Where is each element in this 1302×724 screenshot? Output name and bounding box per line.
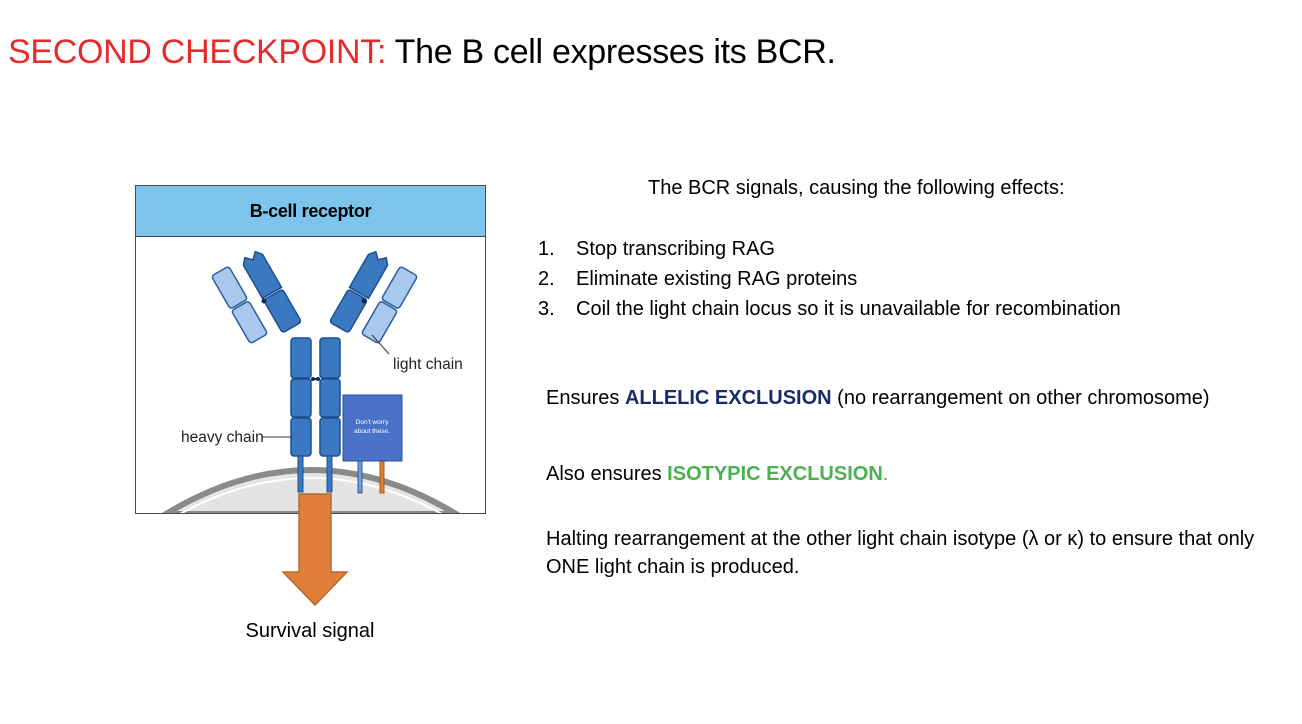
survival-arrow [281,493,349,607]
note-box [342,394,403,462]
cell-membrane-inner [179,477,443,513]
survival-signal-label: Survival signal [245,620,375,642]
list-item: 2.Eliminate existing RAG proteins [538,268,858,290]
note-line-2: about these. [354,428,390,435]
left-light-chain [211,266,268,344]
ig-beta-tail [379,460,385,494]
right-heavy-fab [329,250,389,333]
allelic-exclusion-text: Ensures ALLELIC EXCLUSION (no rearrangem… [546,387,1210,409]
ig-alpha-tail [357,460,363,494]
note-line-1: Don't worry [356,419,389,426]
isotypic-exclusion-text: Also ensures ISOTYPIC EXCLUSION. [546,463,889,485]
title-highlight: SECOND CHECKPOINT: [8,33,387,71]
isotypic-highlight: ISOTYPIC EXCLUSION [667,463,883,485]
effects-lead: The BCR signals, causing the following e… [648,177,1065,199]
left-disulfide [261,298,267,304]
title-rest: The B cell expresses its BCR. [386,33,836,71]
right-disulfide [361,298,367,304]
left-heavy-fab [242,250,302,333]
list-item: 3.Coil the light chain locus so it is un… [538,298,1121,320]
light-chain-leader [371,334,390,355]
list-item: 1.Stop transcribing RAG [538,238,775,260]
heavy-chain-label: heavy chain [181,429,264,446]
slide-title: SECOND CHECKPOINT: The B cell expresses … [8,30,836,74]
allelic-highlight: ALLELIC EXCLUSION [624,387,832,409]
bcr-diagram: Don't worry about these. light chain hea… [161,250,463,513]
halting-text: Halting rearrangement at the other light… [546,528,1255,578]
effects-list: 1.Stop transcribing RAG 2.Eliminate exis… [538,234,1121,324]
light-chain-label: light chain [393,356,463,373]
figure-header: B-cell receptor [136,186,485,237]
right-light-chain [361,266,418,344]
bcr-figure: Don't worry about these. light chain hea… [135,185,486,514]
heavy-chain-stems [290,337,341,493]
